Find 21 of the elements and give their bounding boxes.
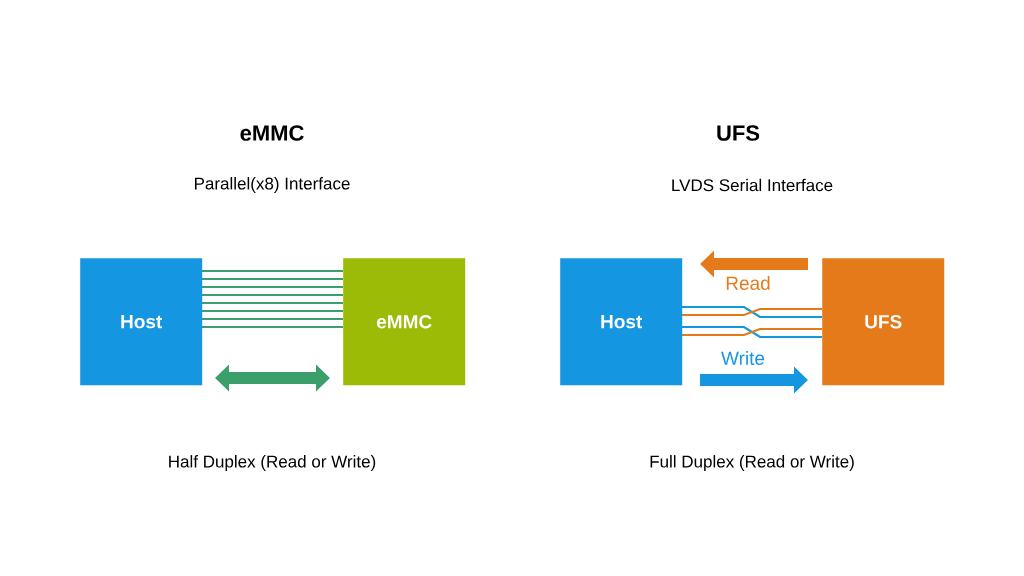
block-box: Host [80,258,203,386]
arrow [215,364,330,392]
caption: Parallel(x8) Interface [195,177,350,193]
caption: Full Duplex (Read or Write) [650,455,854,471]
edge-label: Read [724,275,772,291]
signal-line [202,277,343,281]
signal-line [202,325,343,329]
block-box: UFS [822,258,945,386]
signal-line [202,317,343,321]
block-box: eMMC [343,258,466,386]
signal-line [202,285,343,289]
signal-line [202,309,343,313]
signal-line [202,293,343,297]
caption: Half Duplex (Read or Write) [169,455,376,471]
signal-line [202,301,343,305]
block-box: Host [560,258,683,386]
heading: eMMC [240,125,304,141]
edge-label: Write [720,350,766,366]
heading: UFS [717,125,760,141]
signal-line [202,269,343,273]
caption: LVDS Serial Interface [672,178,833,192]
